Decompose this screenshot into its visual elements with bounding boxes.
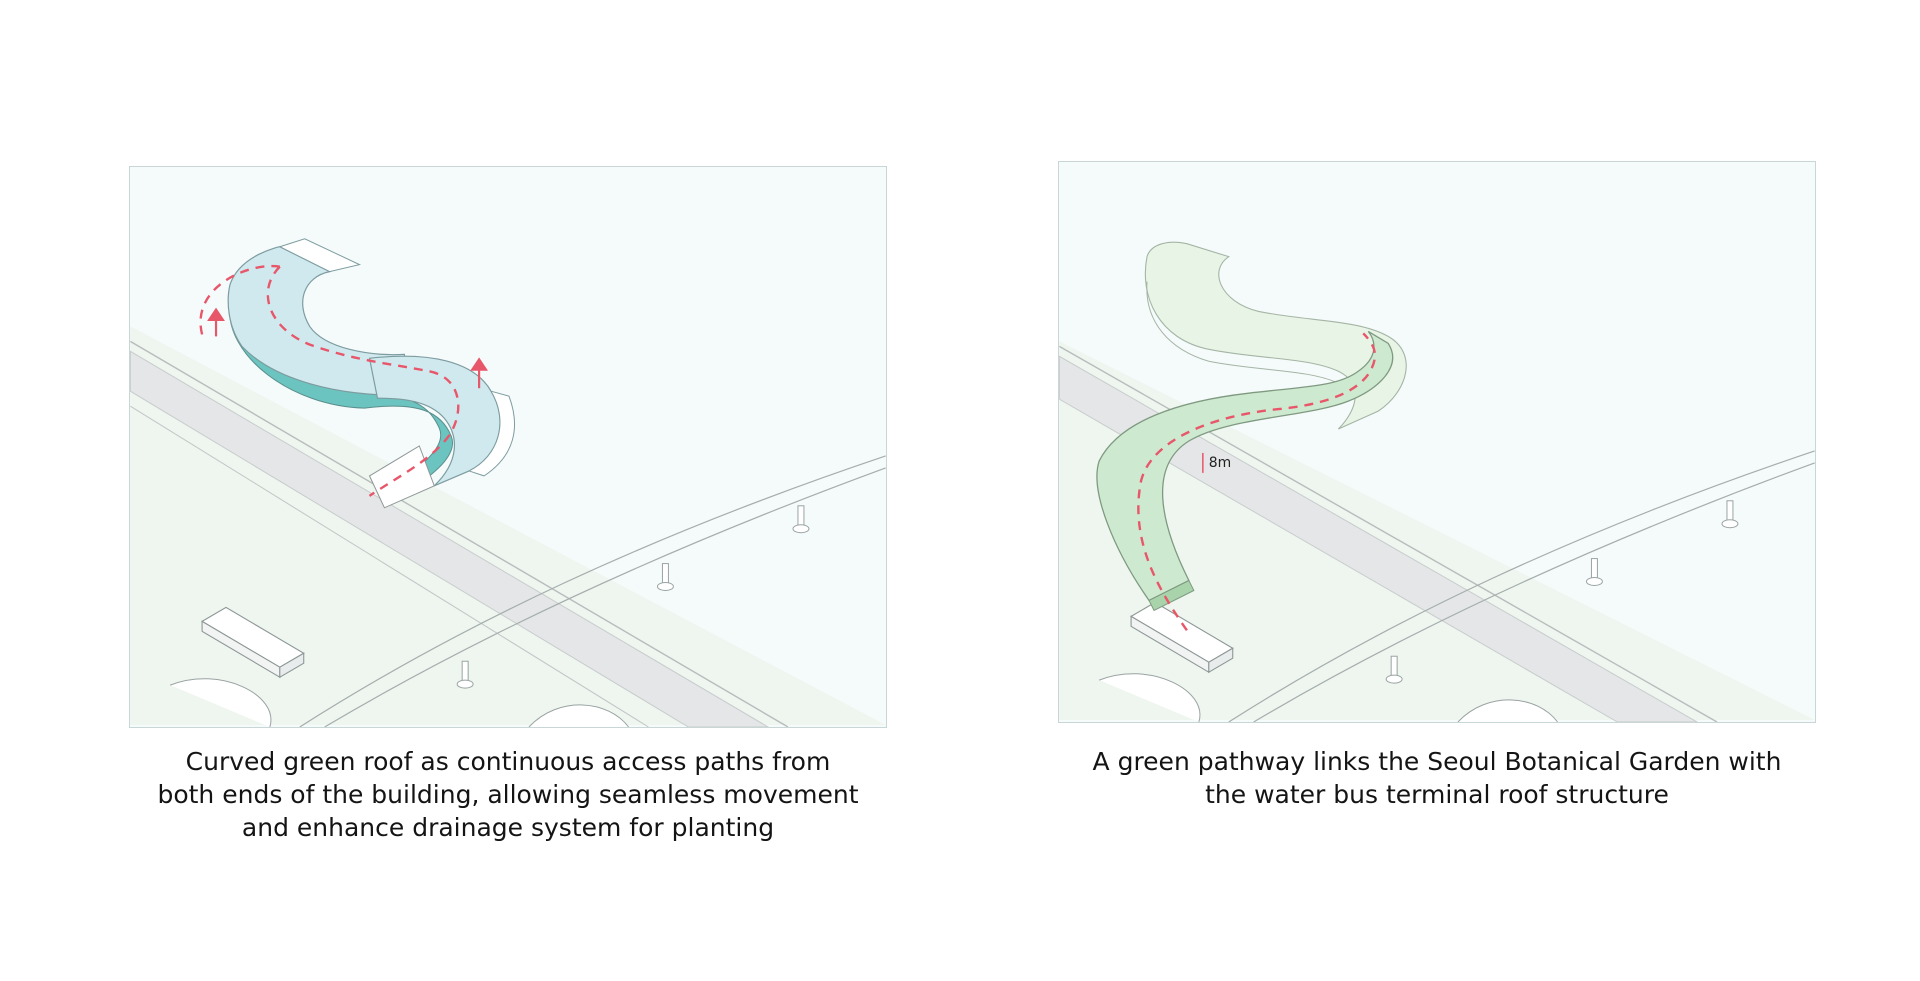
pathway-route [1137, 332, 1377, 632]
diagram-panel-green-pathway: 8m [1058, 161, 1816, 723]
caption-roof-access: Curved green roof as continuous access p… [157, 747, 859, 842]
landscape-curve [1099, 673, 1201, 722]
roof-cap-top [278, 238, 362, 273]
dimension-label: 8m [1209, 455, 1231, 471]
landscape-curve-2 [1457, 699, 1558, 722]
elevated-bridge [1228, 450, 1815, 722]
caption-green-pathway: A green pathway links the Seoul Botanica… [1092, 747, 1782, 809]
landscape-curve-2 [528, 704, 629, 727]
small-building [1130, 601, 1234, 674]
terminal-roof [1144, 241, 1407, 430]
small-building [201, 606, 305, 679]
pathway-side [1148, 579, 1195, 612]
roof-cap-end [467, 390, 516, 477]
ground-park [1059, 341, 1815, 721]
road-edge-line [130, 340, 789, 727]
bridge-pier [456, 505, 810, 689]
diagram-panel-roof-access [129, 166, 887, 728]
riverside-road [130, 350, 770, 727]
green-pathway-illustration: 8m [1059, 241, 1815, 722]
elevated-bridge-lower [1253, 462, 1815, 722]
access-arrow-left [207, 307, 225, 337]
access-arrow-right [470, 357, 489, 389]
ground-park [130, 326, 886, 726]
roof-ramp-entry [368, 445, 435, 509]
road-edge-line-lower [130, 405, 649, 727]
elevated-bridge-lower [324, 467, 886, 727]
landscape-curve [170, 678, 272, 727]
roof-access-illustration [130, 238, 886, 727]
access-path [266, 265, 460, 497]
elevated-bridge [299, 455, 886, 727]
bridge-pier [1385, 500, 1739, 684]
road-edge-line [1059, 345, 1718, 722]
terminal-roof-lower-edge [1146, 281, 1339, 384]
